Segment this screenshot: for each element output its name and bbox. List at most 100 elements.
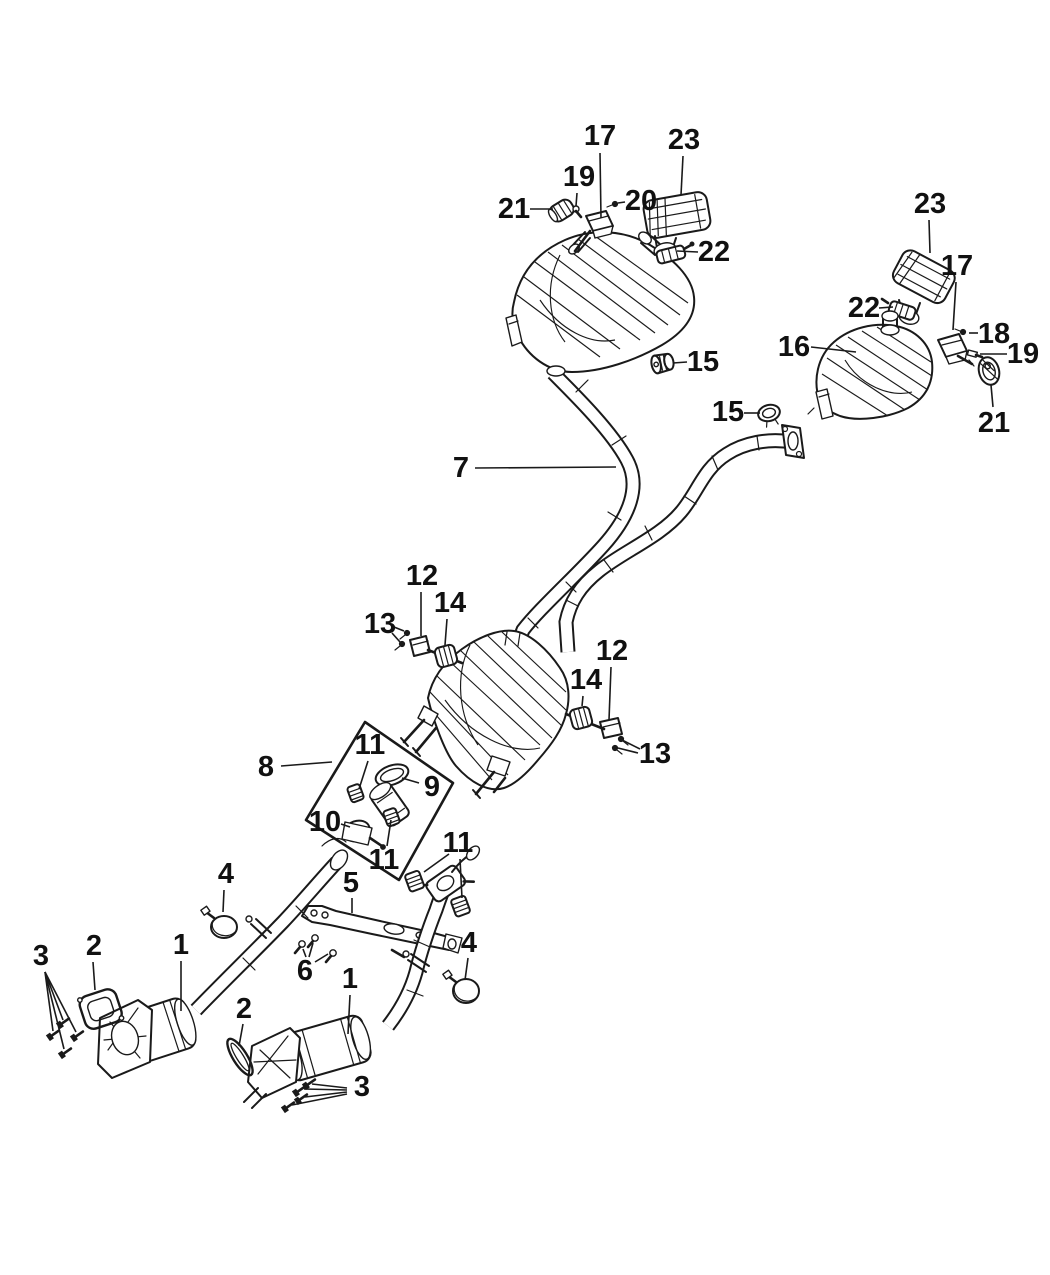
spring-11-flange-upper <box>404 869 425 893</box>
leader-line-7 <box>474 466 617 469</box>
leader-line-2 <box>238 1023 244 1047</box>
resonator-hanger-pin-bottom <box>472 755 511 799</box>
downpipe-right-flange <box>414 845 481 903</box>
leader-line-1 <box>347 994 351 1035</box>
callout-label-15: 15 <box>712 396 744 428</box>
leader-line-3 <box>44 971 54 1032</box>
callout-label-2: 2 <box>236 993 252 1025</box>
callout-label-20: 20 <box>625 185 657 217</box>
callout-label-10: 10 <box>309 806 341 838</box>
resonator-hanger-pin-left <box>400 705 439 757</box>
gasket-2-right <box>226 1037 254 1077</box>
spring-nut-11-box-bottom <box>382 807 401 828</box>
callout-label-11: 11 <box>355 729 386 761</box>
leader-line-3 <box>44 971 65 1050</box>
callout-label-7: 7 <box>453 452 469 484</box>
callout-label-3: 3 <box>33 940 49 972</box>
muffler-right-inlet-nipple <box>880 310 900 336</box>
valve-10-assembly <box>341 781 410 850</box>
leader-line-3 <box>304 1091 348 1098</box>
callout-label-21: 21 <box>498 193 530 225</box>
callout-label-4: 4 <box>218 858 234 890</box>
hanger-bracket-17-right <box>937 333 975 367</box>
clamp-15-right <box>757 403 781 428</box>
callout-label-22: 22 <box>698 236 730 268</box>
leader-line-3 <box>291 1093 348 1106</box>
bolt-19-right <box>966 349 984 359</box>
insulator-clamp-21-top <box>547 198 575 223</box>
leader-line-9 <box>401 777 420 784</box>
callout-label-3: 3 <box>354 1071 370 1103</box>
gasket-9 <box>374 763 410 787</box>
leader-line-13 <box>391 632 401 643</box>
callout-label-14: 14 <box>434 587 466 619</box>
cat-right-inlet-flange <box>243 1027 301 1109</box>
downpipe-left <box>190 837 349 1016</box>
cat-left-inlet-flange <box>97 999 153 1079</box>
leader-line-3 <box>44 971 64 1021</box>
leader-line-11 <box>459 858 463 899</box>
callout-label-17: 17 <box>584 120 616 152</box>
muffler-left-flange-tab <box>505 314 523 347</box>
screws-13-left <box>394 629 411 651</box>
bolts-3-right <box>280 1078 317 1114</box>
callout-label-8: 8 <box>258 751 274 783</box>
screws-6 <box>293 934 337 964</box>
callout-label-16: 16 <box>778 331 810 363</box>
leader-line-13 <box>617 747 639 754</box>
leader-line-10 <box>340 823 351 828</box>
catalytic-converter-left <box>97 997 197 1079</box>
callout-label-23: 23 <box>914 188 946 220</box>
rear-muffler-right <box>807 310 934 420</box>
leader-line-13 <box>393 626 405 632</box>
tailpipe-left <box>509 367 641 651</box>
callout-label-21: 21 <box>978 407 1010 439</box>
callout-label-1: 1 <box>342 963 358 995</box>
leader-line-12 <box>608 666 612 721</box>
callout-label-17: 17 <box>941 250 973 282</box>
leader-line-6 <box>302 948 307 958</box>
catalytic-converter-right <box>243 1014 372 1109</box>
leader-line-2 <box>92 961 96 991</box>
callout-label-13: 13 <box>364 608 396 640</box>
muffler-right-flange-tab <box>807 388 834 420</box>
clamp-4-right <box>442 969 480 1004</box>
leader-line-14 <box>444 618 448 646</box>
leader-line-17 <box>952 281 957 331</box>
leader-line-17 <box>599 152 602 219</box>
callout-label-1: 1 <box>173 929 189 961</box>
leader-line-14 <box>581 695 584 707</box>
tailpipe-right-flange <box>781 424 805 459</box>
callout-label-9: 9 <box>424 771 440 803</box>
leader-line-6 <box>308 942 314 958</box>
callout-label-19: 19 <box>1007 338 1039 370</box>
callout-label-14: 14 <box>570 664 602 696</box>
insulator-15-left <box>650 352 675 375</box>
leader-line-16 <box>810 346 857 353</box>
insulator-21-right <box>977 356 1001 386</box>
callout-label-5: 5 <box>343 867 359 899</box>
leader-line-19 <box>575 192 578 207</box>
gasket-2-left <box>76 988 125 1030</box>
leader-line-4 <box>464 957 469 981</box>
leader-line-21 <box>990 384 994 408</box>
leader-line-23 <box>680 155 684 196</box>
leader-line-22 <box>878 306 894 309</box>
callout-label-2: 2 <box>86 930 102 962</box>
leader-line-23 <box>928 219 931 254</box>
callout-label-23: 23 <box>668 124 700 156</box>
callout-label-11: 11 <box>369 844 400 876</box>
leader-line-22 <box>676 250 699 253</box>
spring-11-flange-lower <box>450 894 471 918</box>
rear-muffler-left <box>505 231 696 377</box>
leader-line-4 <box>222 889 225 913</box>
callout-label-4: 4 <box>461 927 477 959</box>
tailpipe-right <box>558 433 794 653</box>
callout-label-11: 11 <box>443 827 474 859</box>
isolator-14-right <box>568 705 594 731</box>
downpipe-right <box>382 845 481 1031</box>
downpipe-right-band-clamp <box>390 948 430 973</box>
